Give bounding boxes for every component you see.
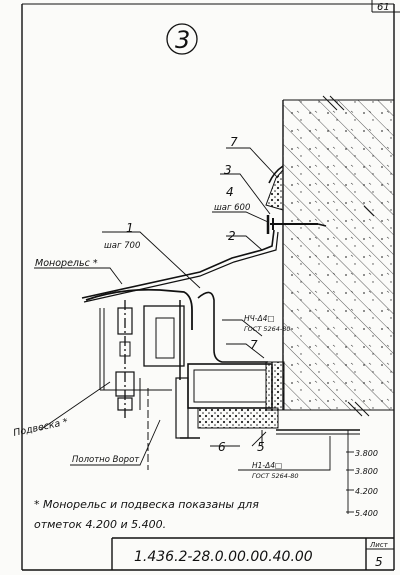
callout-6: 6 <box>218 440 226 454</box>
callout-1: 1 <box>126 221 134 235</box>
concrete-wall <box>282 95 394 417</box>
anchor-bolt <box>266 215 327 234</box>
sill-line <box>261 429 360 445</box>
corner-number: 61 <box>377 2 390 13</box>
bracket <box>85 288 268 363</box>
monorail-label: Монорельс * <box>35 258 98 269</box>
corner-number-box: 61 <box>371 0 400 13</box>
footnote-line2: отметок 4.200 и 5.400. <box>34 518 166 531</box>
monorail-trolley <box>99 300 185 470</box>
leader-lines <box>34 147 331 471</box>
elevation-marks <box>346 430 354 514</box>
footnote-line1: * Монорельс и подвеска показаны для <box>34 498 259 511</box>
gate-curtain-profile <box>175 361 285 439</box>
elevation-4: 5.400 <box>355 509 378 518</box>
drawing-code: 1.436.2-28.0.00.00.40.00 <box>134 549 313 565</box>
callout-2: 2 <box>228 229 236 243</box>
callout-5: 5 <box>257 440 265 454</box>
elevation-1: 3.800 <box>355 449 378 458</box>
sheet-label: Лист <box>369 541 389 549</box>
weld-upper-line2: ГОСТ 5264-80 <box>244 325 290 333</box>
suspension-label: Подвеска * <box>12 417 69 439</box>
weld-upper-line1: НЧ-Δ4□ <box>244 314 274 323</box>
curtain-label: Полотно Ворот <box>72 455 140 465</box>
weld-lower-line2: ГОСТ 5264-80 <box>252 472 298 480</box>
weld-lower-line1: Н1-Δ4□ <box>252 461 282 470</box>
callout-7-mid: 7 <box>250 338 258 352</box>
callout-4: 4 <box>226 185 234 199</box>
title-block <box>111 537 394 570</box>
callout-7-top: 7 <box>230 135 238 149</box>
elevation-2: 3.800 <box>355 467 378 476</box>
callout-1-note: шаг 700 <box>104 241 140 251</box>
detail-number: 3 <box>175 26 190 54</box>
callout-4-note: шаг 600 <box>214 203 250 213</box>
detail-marker: 3 <box>166 23 198 55</box>
sheet-number: 5 <box>375 555 383 569</box>
cover-flashing <box>81 229 279 303</box>
sealing-strip-top <box>265 165 284 211</box>
callout-3: 3 <box>224 163 232 177</box>
elevation-3: 4.200 <box>355 487 378 496</box>
